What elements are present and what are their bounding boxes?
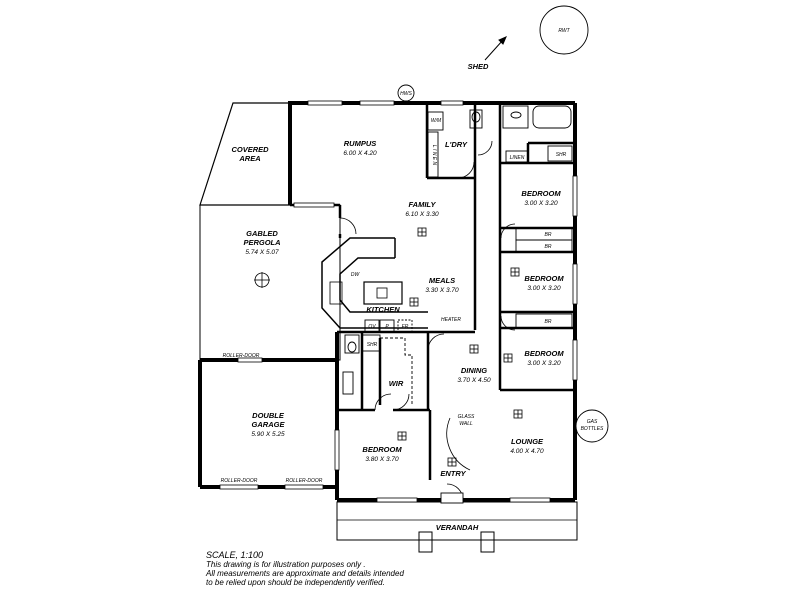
shed-arrow-icon: [484, 36, 507, 61]
verandah-label: VERANDAH: [436, 523, 479, 532]
door-swings: [339, 140, 516, 501]
dining-dims: 3.70 X 4.50: [457, 377, 491, 384]
verandah-outline: [336, 501, 578, 541]
ensuite-shower-label: SHR: [556, 152, 567, 158]
robe-1-label: BR: [545, 232, 552, 238]
rumpus-dims: 6.00 X 4.20: [343, 150, 377, 157]
glass-wall-label-2: WALL: [459, 421, 473, 427]
light-fittings: [397, 227, 523, 467]
ceiling-fan-icon: [254, 272, 270, 288]
oven-label: OV: [368, 324, 376, 330]
dishwasher-label: DW: [351, 272, 361, 278]
bedroom-2-label: BEDROOM: [521, 189, 561, 198]
lounge-dims: 4.00 X 4.70: [510, 448, 544, 455]
plan-notes: SCALE, 1:100 This drawing is for illustr…: [206, 550, 506, 588]
meals-dims: 3.30 X 3.70: [425, 287, 459, 294]
heater-label: HEATER: [441, 317, 461, 323]
hws-symbol: [397, 84, 415, 102]
bath-shower-label: SHR: [367, 342, 378, 348]
pergola-roller-door-label: ROLLER-DOOR: [223, 353, 260, 359]
laundry-label: L'DRY: [445, 140, 468, 149]
linen-vertical-label: L I N E N: [431, 145, 437, 166]
garage-dims: 5.90 X 5.25: [251, 431, 285, 438]
robe-3-label: BR: [545, 319, 552, 325]
dining-label: DINING: [461, 366, 487, 375]
covered-area-label-2: AREA: [238, 154, 260, 163]
meals-label: MEALS: [429, 276, 455, 285]
bedroom-4-label: BEDROOM: [524, 349, 564, 358]
garage-label-2: GARAGE: [252, 420, 286, 429]
hws-label: HWS: [400, 91, 412, 97]
disclaimer-line-2: All measurements are approximate and det…: [206, 569, 404, 578]
robe-2-label: BR: [545, 244, 552, 250]
disclaimer-line-1: This drawing is for illustration purpose…: [206, 560, 366, 569]
kitchen-bench: [321, 237, 428, 329]
garage-label-1: DOUBLE: [252, 411, 285, 420]
bedroom-2-dims: 3.00 X 3.20: [524, 200, 558, 207]
gas-bottles-symbol: [575, 409, 609, 443]
rwt-label: RWT: [558, 28, 570, 34]
covered-area-label-1: COVERED: [231, 145, 269, 154]
pergola-label-2: PERGOLA: [243, 238, 280, 247]
rumpus-label: RUMPUS: [344, 139, 377, 148]
bedroom-3-dims: 3.00 X 3.20: [527, 285, 561, 292]
pergola-label-1: GABLED: [246, 229, 278, 238]
scale-note: SCALE, 1:100: [206, 550, 264, 560]
wir-label: WIR: [389, 379, 404, 388]
windows: [219, 100, 578, 503]
kitchen-label: KITCHEN: [366, 305, 400, 314]
main-bedroom-label: BEDROOM: [362, 445, 402, 454]
wet-area-fixtures: [342, 105, 573, 405]
pantry-label: P: [385, 324, 389, 330]
fridge-label: FR: [402, 324, 409, 330]
wm-label: W/M: [431, 118, 442, 124]
lounge-label: LOUNGE: [511, 437, 544, 446]
linen-label: LINEN: [510, 155, 525, 161]
gas-bottles-label-1: GAS: [587, 419, 598, 425]
main-bedroom-dims: 3.80 X 3.70: [365, 456, 399, 463]
shed-label: SHED: [468, 62, 489, 71]
entry-label: ENTRY: [440, 469, 466, 478]
garage-roller-door-1-label: ROLLER-DOOR: [221, 478, 258, 484]
bedroom-4-dims: 3.00 X 3.20: [527, 360, 561, 367]
pergola-dims: 5.74 X 5.07: [245, 249, 279, 256]
garage-roller-door-2-label: ROLLER-DOOR: [286, 478, 323, 484]
entry-step: [440, 492, 464, 504]
gas-bottles-label-2: BOTTLES: [581, 426, 604, 432]
bedroom-3-label: BEDROOM: [524, 274, 564, 283]
glass-wall-label-1: GLASS: [458, 414, 475, 420]
disclaimer-line-3: to be relied upon should be independentl…: [206, 578, 385, 587]
rwt-symbol: [539, 5, 589, 55]
family-dims: 6.10 X 3.30: [405, 211, 439, 218]
family-label: FAMILY: [409, 200, 437, 209]
